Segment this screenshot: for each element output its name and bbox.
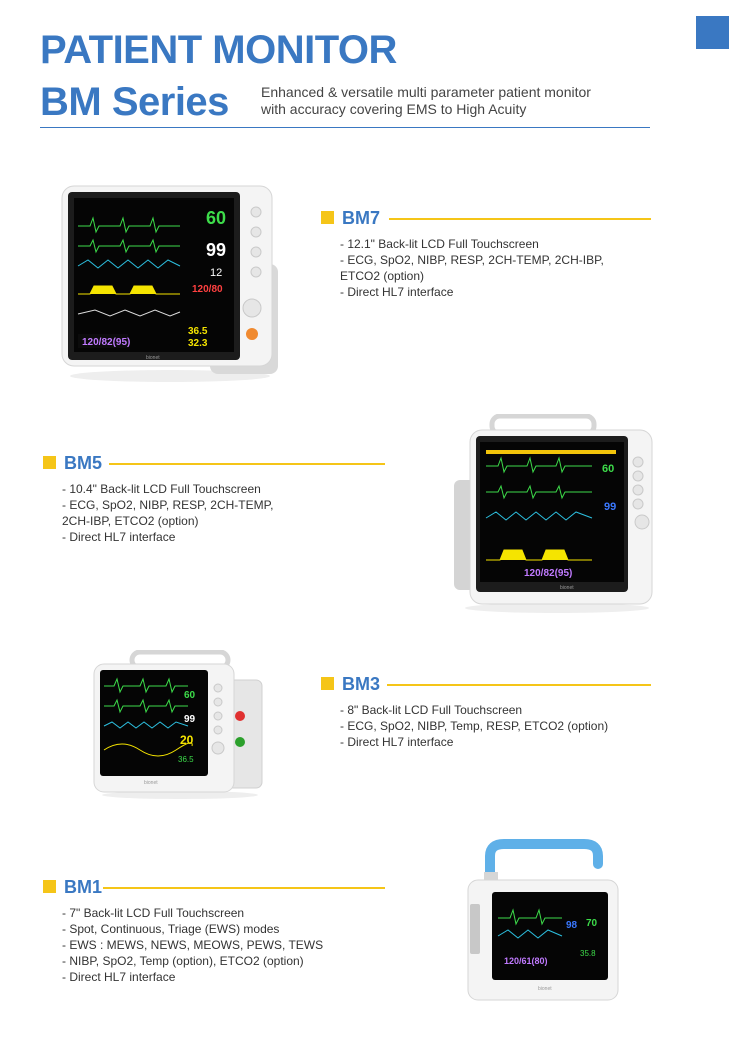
bm5-section: BM5 - 10.4" Back-lit LCD Full Touchscree… — [43, 453, 385, 545]
bm1-screen-brand: bionet — [538, 986, 552, 992]
bm1-screen-hr: 70 — [586, 918, 598, 929]
bm7-spec-list: - 12.1" Back-lit LCD Full Touchscreen - … — [321, 236, 651, 300]
series-title: BM Series — [40, 80, 229, 124]
bm1-model-name: BM1 — [64, 877, 103, 897]
bm1-spec-3: - EWS : MEWS, NEWS, MEOWS, PEWS, TEWS — [62, 938, 324, 952]
bm7-screen-temp-1: 36.5 — [188, 326, 208, 337]
bm7-screen-brand: bionet — [146, 355, 160, 361]
bm5-spec-list: - 10.4" Back-lit LCD Full Touchscreen - … — [43, 481, 385, 545]
bm7-screen-nibp: 120/80 — [192, 284, 223, 295]
bm7-spec-3: ETCO2 (option) — [340, 269, 425, 283]
bm1-section: BM1 - 7" Back-lit LCD Full Touchscreen -… — [43, 877, 385, 985]
bm5-screen-spo2: 99 — [604, 501, 616, 513]
bm5-bullet-square — [43, 456, 56, 469]
bm7-screen-temp-2: 32.3 — [188, 338, 208, 349]
bm7-section: BM7 - 12.1" Back-lit LCD Full Touchscree… — [321, 208, 651, 300]
bm1-screen-temp: 35.8 — [580, 949, 596, 958]
bm1-spec-list: - 7" Back-lit LCD Full Touchscreen - Spo… — [43, 905, 385, 985]
bm1-rule — [103, 887, 385, 889]
bm1-monitor-image: 98 70 120/61(80) 35.8 bionet — [464, 838, 622, 1006]
bm1-spec-2: - Spot, Continuous, Triage (EWS) modes — [62, 922, 280, 936]
tagline-line-2: with accuracy covering EMS to High Acuit… — [261, 101, 527, 117]
bm5-spec-3: 2CH-IBP, ETCO2 (option) — [62, 514, 199, 528]
bm3-section: BM3 - 8" Back-lit LCD Full Touchscreen -… — [321, 674, 651, 750]
bm5-spec-2: - ECG, SpO2, NIBP, RESP, 2CH-TEMP, — [62, 498, 274, 512]
bm7-bullet-square — [321, 211, 334, 224]
tagline-line-1: Enhanced & versatile multi parameter pat… — [261, 84, 591, 100]
tagline: Enhanced & versatile multi parameter pat… — [261, 84, 661, 118]
bm5-spec-1: - 10.4" Back-lit LCD Full Touchscreen — [62, 482, 261, 496]
bm1-spec-1: - 7" Back-lit LCD Full Touchscreen — [62, 906, 245, 920]
bm5-screen-hr: 60 — [602, 463, 614, 475]
bm5-rule — [109, 463, 385, 465]
corner-accent-square — [696, 16, 729, 49]
bm3-bullet-square — [321, 677, 334, 690]
bm3-model-name: BM3 — [342, 674, 381, 694]
bm3-screen-hr: 60 — [184, 690, 196, 701]
header-divider — [40, 127, 650, 128]
bm7-spec-2: - ECG, SpO2, NIBP, RESP, 2CH-TEMP, 2CH-I… — [340, 253, 604, 267]
bm3-screen-brand: bionet — [144, 780, 158, 786]
bm3-screen-spo2: 99 — [184, 714, 196, 725]
bm7-monitor-image: 120/82(95) 60 99 12 120/80 36.5 32.3 bio… — [60, 184, 280, 384]
bm3-spec-3: - Direct HL7 interface — [340, 735, 454, 749]
bm1-screen-nibp: 120/61(80) — [504, 956, 548, 966]
bm1-spec-5: - Direct HL7 interface — [62, 970, 176, 984]
bm7-screen-hr: 60 — [206, 208, 226, 228]
bm7-model-name: BM7 — [342, 208, 381, 228]
bm1-spec-4: - NIBP, SpO2, Temp (option), ETCO2 (opti… — [62, 954, 304, 968]
bm7-spec-1: - 12.1" Back-lit LCD Full Touchscreen — [340, 237, 539, 251]
bm3-spec-2: - ECG, SpO2, NIBP, Temp, RESP, ETCO2 (op… — [340, 719, 609, 733]
bm7-screen-nibp-mean: 120/82(95) — [82, 337, 130, 348]
bm7-screen-resp: 12 — [210, 267, 222, 279]
bm5-screen-brand: bionet — [560, 585, 574, 591]
page-title: PATIENT MONITOR — [40, 28, 397, 72]
bm7-spec-4: - Direct HL7 interface — [340, 285, 454, 299]
bm3-spec-1: - 8" Back-lit LCD Full Touchscreen — [340, 703, 523, 717]
bm1-bullet-square — [43, 880, 56, 893]
bm5-screen-nibp-mean: 120/82(95) — [524, 568, 572, 579]
bm7-rule — [389, 218, 651, 220]
bm3-spec-list: - 8" Back-lit LCD Full Touchscreen - ECG… — [321, 702, 651, 750]
bm7-screen-spo2: 99 — [206, 240, 226, 260]
bm3-screen-temp: 36.5 — [178, 755, 194, 764]
bm5-spec-4: - Direct HL7 interface — [62, 530, 176, 544]
bm3-monitor-image: 60 99 20 36.5 bionet — [92, 650, 264, 800]
bm5-model-name: BM5 — [64, 453, 103, 473]
bm1-screen-spo2: 98 — [566, 920, 578, 931]
bm3-screen-resp: 20 — [180, 733, 194, 747]
bm5-monitor-image: 60 99 120/82(95) bionet — [452, 414, 657, 614]
bm3-rule — [387, 684, 651, 686]
